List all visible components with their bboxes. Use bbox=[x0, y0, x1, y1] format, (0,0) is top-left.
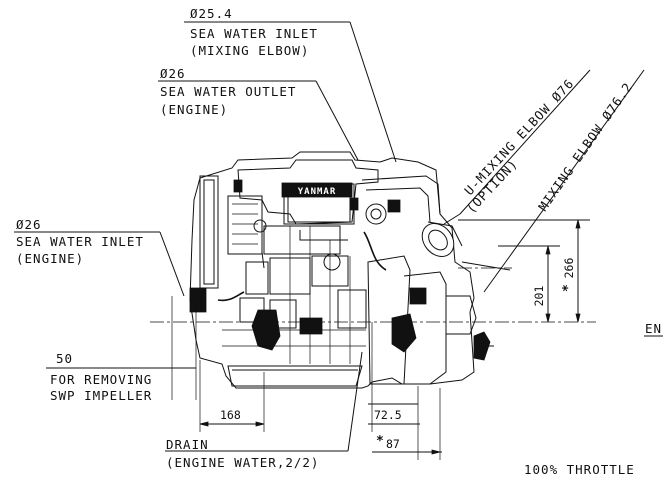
engine-outlet-line1: SEA WATER OUTLET bbox=[160, 84, 296, 99]
engine-inlet-line2: (ENGINE) bbox=[16, 251, 84, 266]
yanmar-logo: YANMAR bbox=[298, 187, 337, 197]
engine-outlet-size: Ø26 bbox=[160, 66, 186, 81]
dim-168: 168 bbox=[220, 408, 241, 422]
dim-201: 201 bbox=[532, 286, 546, 307]
dim-87-star: * bbox=[376, 434, 384, 449]
engine-outlet-line2: (ENGINE) bbox=[160, 102, 228, 117]
marine-gearbox bbox=[367, 255, 494, 385]
engine-inlet-line1: SEA WATER INLET bbox=[16, 234, 144, 249]
edge-fragment-text: EN bbox=[645, 321, 662, 336]
mixing-elbow-inlet-line1: SEA WATER INLET bbox=[190, 26, 318, 41]
drain-line2: (ENGINE WATER,2/2) bbox=[166, 455, 319, 470]
mixing-elbow-inlet-line2: (MIXING ELBOW) bbox=[190, 43, 309, 58]
dim-266: 266 bbox=[562, 258, 576, 279]
leader-lines bbox=[14, 21, 645, 452]
dim-72-5: 72.5 bbox=[374, 408, 402, 422]
dim-87: 87 bbox=[386, 437, 400, 451]
dim-266-star: * bbox=[561, 284, 576, 292]
dimension-lines bbox=[46, 219, 590, 460]
mixing-elbow-inlet-size: Ø25.4 bbox=[190, 6, 233, 21]
engine-inlet-size: Ø26 bbox=[16, 217, 42, 232]
drain-line1: DRAIN bbox=[166, 437, 209, 452]
impeller-line1: FOR REMOVING bbox=[50, 372, 152, 387]
mixing-elbow bbox=[361, 175, 463, 257]
throttle-label: 100% THROTTLE bbox=[524, 462, 635, 477]
impeller-clearance-value: 50 bbox=[56, 351, 73, 366]
engine-body bbox=[189, 151, 475, 389]
impeller-line2: SWP IMPELLER bbox=[50, 388, 152, 403]
